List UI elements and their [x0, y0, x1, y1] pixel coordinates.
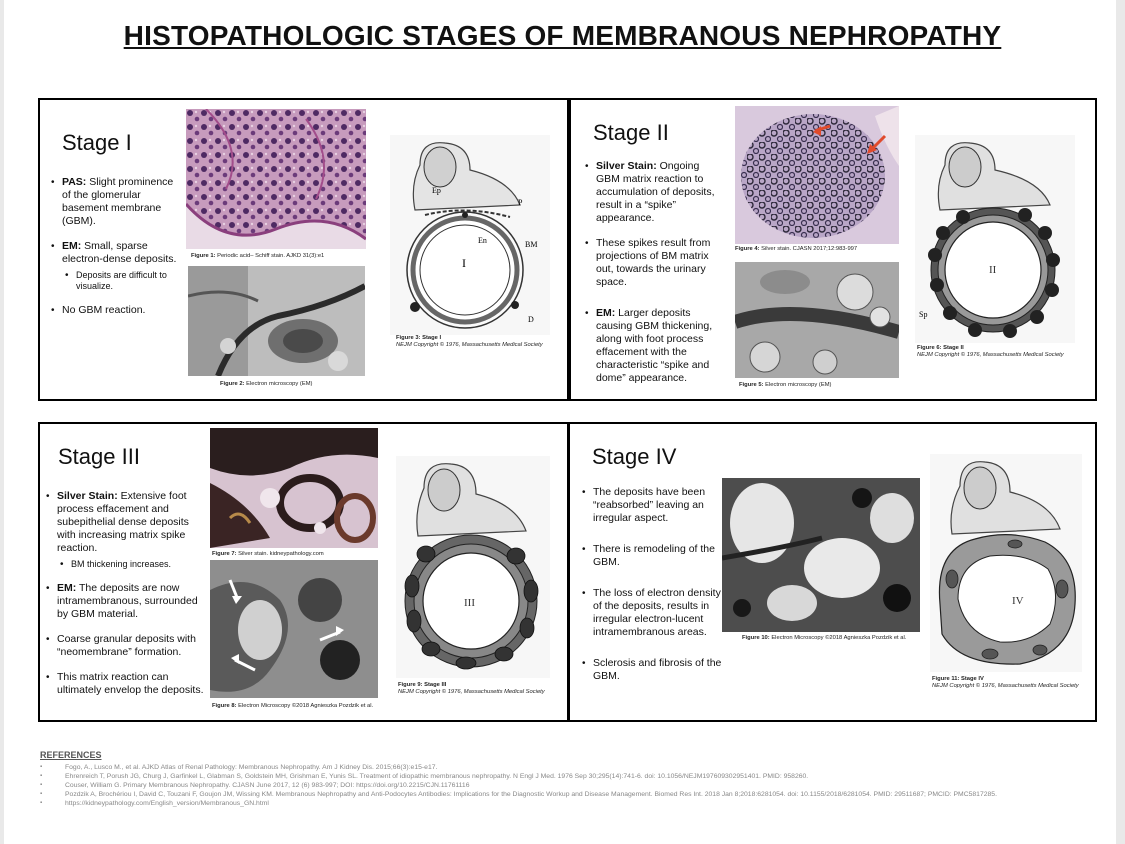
stage-3-panel: Stage III Silver Stain: Extensive foot p… [38, 422, 569, 722]
stage-1-bullet-pas: PAS: Slight prominence of the glomerular… [51, 176, 181, 228]
stage-1-bullets: PAS: Slight prominence of the glomerular… [51, 176, 181, 329]
figure-8-caption: Figure 8: Electron Microscopy ©2018 Agni… [212, 703, 374, 709]
figure-11-stage-4-diagram: IV [930, 454, 1082, 672]
figure-7-silver-stain [210, 428, 378, 548]
stage-1-bullet-reaction: No GBM reaction. [51, 304, 181, 317]
stage-4-bullet-remodeling: There is remodeling of the GBM. [582, 543, 722, 569]
figure-6-stage-2-diagram: II Sp [915, 135, 1075, 343]
label-d: D [528, 315, 534, 324]
label-stage-numeral: IV [1012, 595, 1024, 607]
stage-2-bullets: Silver Stain: Ongoing GBM matrix reactio… [585, 160, 725, 397]
references-list: Fogo, A., Lusco M., et al. AJKD Atlas of… [40, 763, 1090, 808]
label-bm: BM [525, 240, 537, 249]
reference-item[interactable]: https://kidneypathology.com/English_vers… [40, 799, 1090, 808]
stage-1-panel: Stage I PAS: Slight prominence of the gl… [38, 98, 569, 401]
label-en: En [478, 236, 487, 245]
label-stage-numeral: II [989, 264, 997, 276]
stage-2-bullet-em: EM: Larger deposits causing GBM thickeni… [585, 307, 725, 385]
stage-2-bullet-silver: Silver Stain: Ongoing GBM matrix reactio… [585, 160, 725, 225]
stage-1-bullet-em: EM: Small, sparse electron-dense deposit… [51, 240, 181, 266]
figure-7-caption: Figure 7: Silver stain. kidneypathology.… [212, 551, 324, 557]
figure-10-caption: Figure 10: Electron Microscopy ©2018 Agn… [742, 635, 907, 641]
stage-2-bullet-spikes: These spikes result from projections of … [585, 237, 725, 289]
figure-10-em-micrograph [722, 478, 920, 632]
stage-4-bullet-reabsorbed: The deposits have been “reabsorbed” leav… [582, 486, 722, 525]
label-ep: Ep [432, 186, 441, 195]
stage-1-subbullet: Deposits are difficult to visualize. [65, 270, 181, 292]
stage-3-subbullet: BM thickening increases. [60, 559, 204, 570]
label-sp: Sp [919, 310, 927, 319]
stage-4-title: Stage IV [592, 444, 677, 469]
page-title: HISTOPATHOLOGIC STAGES OF MEMBRANOUS NEP… [123, 20, 1002, 51]
label-stage-numeral: III [464, 597, 475, 609]
label-p: P [518, 198, 523, 207]
stage-4-bullet-electron-density: The loss of electron density of the depo… [582, 587, 722, 639]
stage-3-bullet-envelop: This matrix reaction can ultimately enve… [46, 671, 204, 697]
figure-1-pas-micrograph [186, 109, 366, 249]
stage-2-title: Stage II [593, 120, 669, 145]
reference-item: Fogo, A., Lusco M., et al. AJKD Atlas of… [40, 763, 1090, 772]
figure-8-em-micrograph [210, 560, 378, 698]
figure-4-silver-stain [735, 106, 899, 244]
reference-item: Ehrenreich T, Porush JG, Churg J, Garfin… [40, 772, 1090, 781]
stage-3-bullet-neomembrane: Coarse granular deposits with “neomembra… [46, 633, 204, 659]
label-stage-numeral: I [462, 256, 466, 270]
figure-5-caption: Figure 5: Electron microscopy (EM) [739, 382, 832, 388]
figure-2-caption: Figure 2: Electron microscopy (EM) [220, 381, 313, 387]
figure-5-em-micrograph [735, 262, 899, 378]
stage-3-bullet-em: EM: The deposits are now intramembranous… [46, 582, 204, 621]
figure-4-caption: Figure 4: Silver stain. CJASN 2017;12:98… [735, 246, 858, 252]
stage-4-bullet-sclerosis: Sclerosis and fibrosis of the GBM. [582, 657, 722, 683]
stage-2-panel: Stage II Silver Stain: Ongoing GBM matri… [569, 98, 1097, 401]
references-section: REFERENCES Fogo, A., Lusco M., et al. AJ… [40, 750, 1090, 808]
figure-1-caption: Figure 1: Periodic acid– Schiff stain. A… [191, 253, 325, 259]
stage-1-title: Stage I [62, 130, 132, 155]
stage-4-bullets: The deposits have been “reabsorbed” leav… [582, 486, 722, 695]
figure-3-stage-1-diagram: Ep P En BM I D [390, 135, 550, 335]
stage-3-title: Stage III [58, 444, 140, 469]
reference-item: Pozdzik A, Brochériou I, David C, Touzan… [40, 790, 1090, 799]
stage-3-bullets: Silver Stain: Extensive foot process eff… [46, 490, 204, 709]
stage-4-panel: Stage IV The deposits have been “reabsor… [568, 422, 1097, 722]
stage-3-bullet-silver: Silver Stain: Extensive foot process eff… [46, 490, 204, 555]
figure-9-stage-3-diagram: III [396, 456, 550, 678]
reference-item: Couser, William G. Primary Membranous Ne… [40, 781, 1090, 790]
figure-2-em-micrograph [188, 266, 365, 376]
references-heading: REFERENCES [40, 750, 102, 760]
